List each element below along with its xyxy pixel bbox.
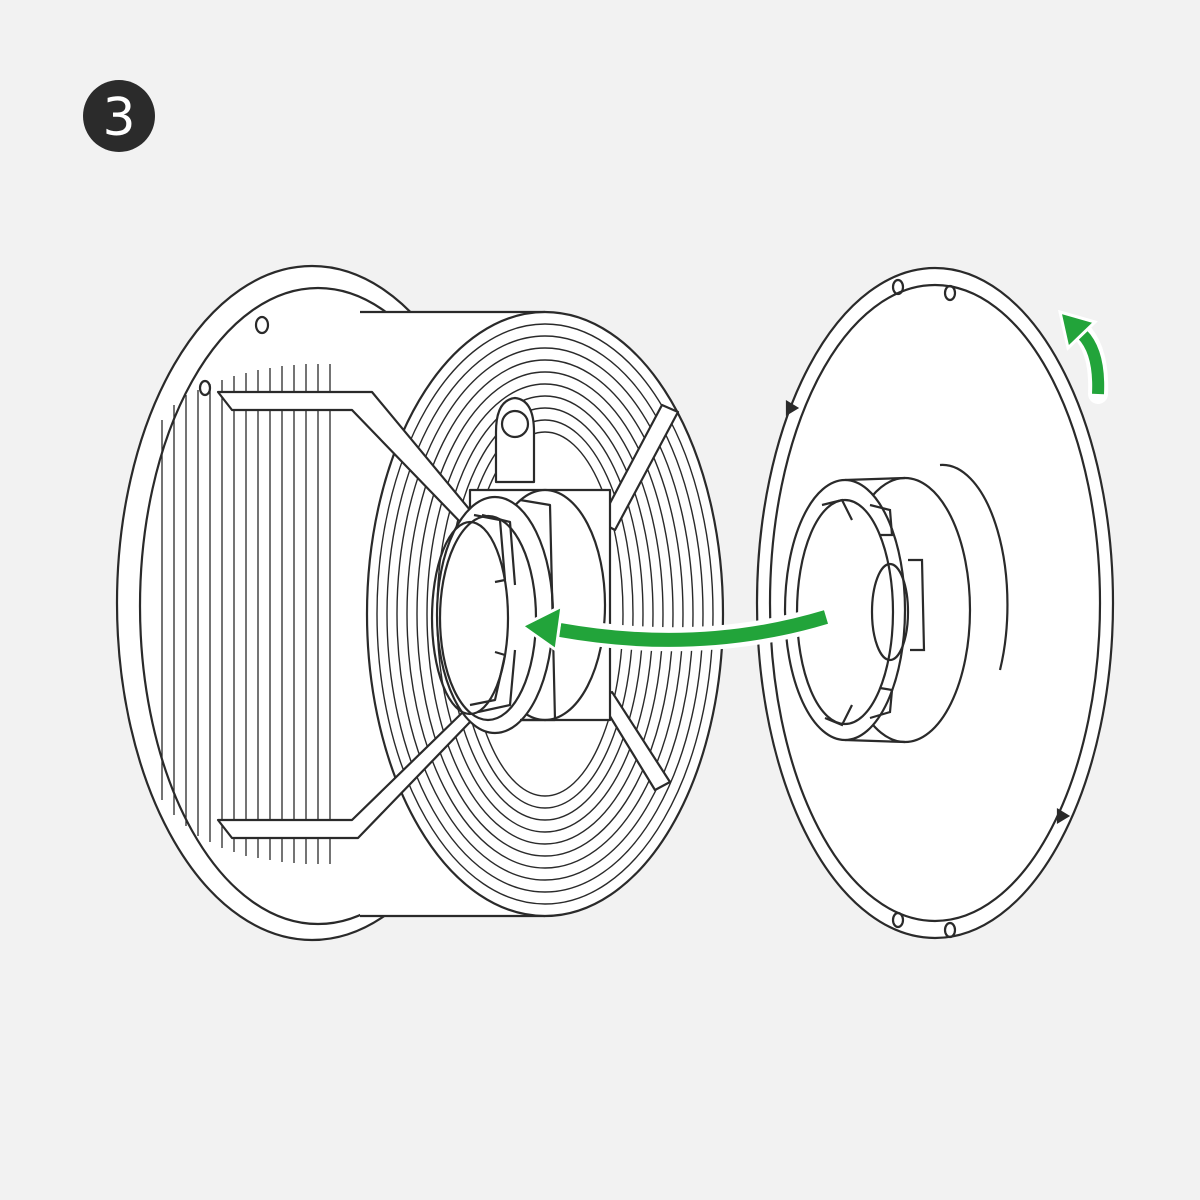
- plate-hole: [891, 911, 905, 929]
- spool-side-plate: [755, 266, 1115, 940]
- flange-hole: [254, 315, 270, 335]
- step-badge: 3: [83, 80, 155, 152]
- filament-spool: [115, 264, 725, 942]
- plate-hole: [943, 921, 957, 939]
- curved-up-arrow-icon: [1057, 309, 1098, 351]
- alignment-mark: [785, 400, 800, 416]
- plate-hub: [783, 463, 1009, 744]
- rotate-direction-arrow: [1057, 309, 1109, 404]
- plate-hole: [891, 278, 905, 296]
- step-badge-circle: [83, 80, 155, 152]
- curved-left-arrow-icon: [519, 603, 564, 653]
- plate-hole: [943, 284, 957, 302]
- insert-direction-arrow: [519, 603, 838, 653]
- spool-hub: [430, 488, 612, 735]
- step-number: 3: [102, 88, 135, 148]
- alignment-mark: [1056, 808, 1071, 824]
